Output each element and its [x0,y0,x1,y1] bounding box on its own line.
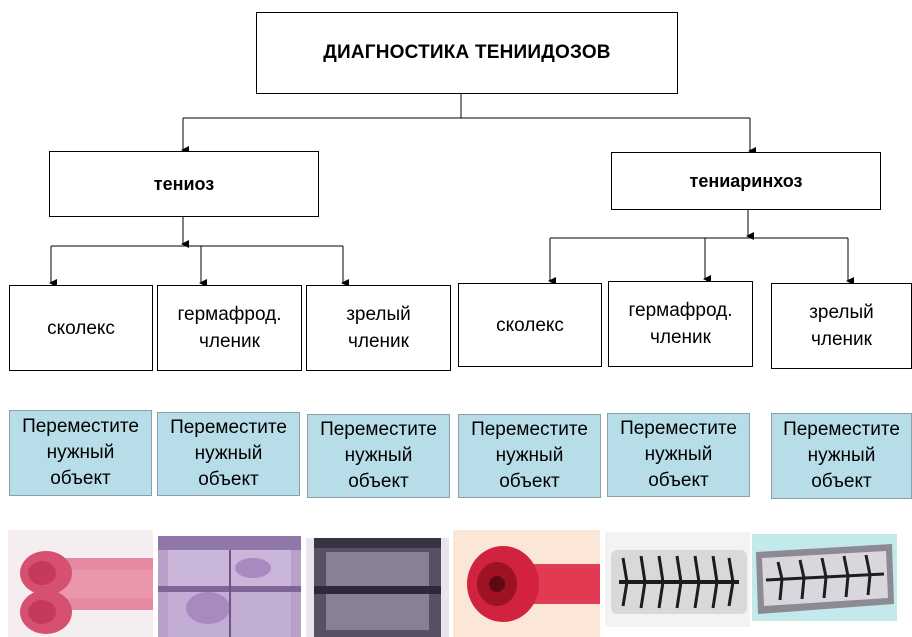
part-label: сколекс [496,314,564,336]
drop-target-6[interactable]: Переместите нужный объект [771,413,912,499]
drop-target-5[interactable]: Переместите нужный объект [607,413,750,497]
drop-target-label: Переместите нужный объект [170,417,287,490]
part-mature-segment-teniasis: зрелый членик [306,285,451,371]
disease-teniasis-label: тениоз [153,173,215,194]
disease-teniasis: тениоз [49,151,319,217]
part-label: зрелый членик [346,304,411,352]
drop-target-3[interactable]: Переместите нужный объект [307,414,450,498]
disease-teniarhynchosis: тениаринхоз [611,152,881,210]
part-label: сколекс [47,317,115,339]
part-hermaphrodite-segment-teniasis: гермафрод. членик [157,285,302,371]
drop-target-label: Переместите нужный объект [471,419,588,492]
part-hermaphrodite-segment-teniarhynchosis: гермафрод. членик [608,281,753,367]
segment-branched-uterus-photo[interactable] [752,534,897,621]
drop-target-2[interactable]: Переместите нужный объект [157,412,300,496]
part-mature-segment-teniarhynchosis: зрелый членик [771,283,912,369]
hermaphrodite-segment-purple-photo[interactable] [158,536,301,637]
drop-target-label: Переместите нужный объект [320,419,437,492]
drop-target-label: Переместите нужный объект [22,416,139,489]
part-scolex-teniasis: сколекс [9,285,153,371]
scolex-red-photo[interactable] [453,530,600,637]
part-label: гермафрод. членик [628,300,733,348]
mature-segment-dark-photo[interactable] [306,538,449,637]
drop-target-label: Переместите нужный объект [620,418,737,491]
part-label: гермафрод. членик [177,304,282,352]
diagram-title: ДИАГНОСТИКА ТЕНИИДОЗОВ [256,12,678,94]
part-label: зрелый членик [809,302,874,350]
part-scolex-teniarhynchosis: сколекс [458,283,602,367]
scolex-pink-photo[interactable] [8,530,153,637]
mature-segment-branched-uterus-photo[interactable] [605,532,750,627]
drop-target-4[interactable]: Переместите нужный объект [458,414,601,498]
drop-target-1[interactable]: Переместите нужный объект [9,410,152,496]
drop-target-label: Переместите нужный объект [783,419,900,492]
disease-teniarhynchosis-label: тениаринхоз [689,170,803,191]
diagram-title-text: ДИАГНОСТИКА ТЕНИИДОЗОВ [323,42,611,63]
